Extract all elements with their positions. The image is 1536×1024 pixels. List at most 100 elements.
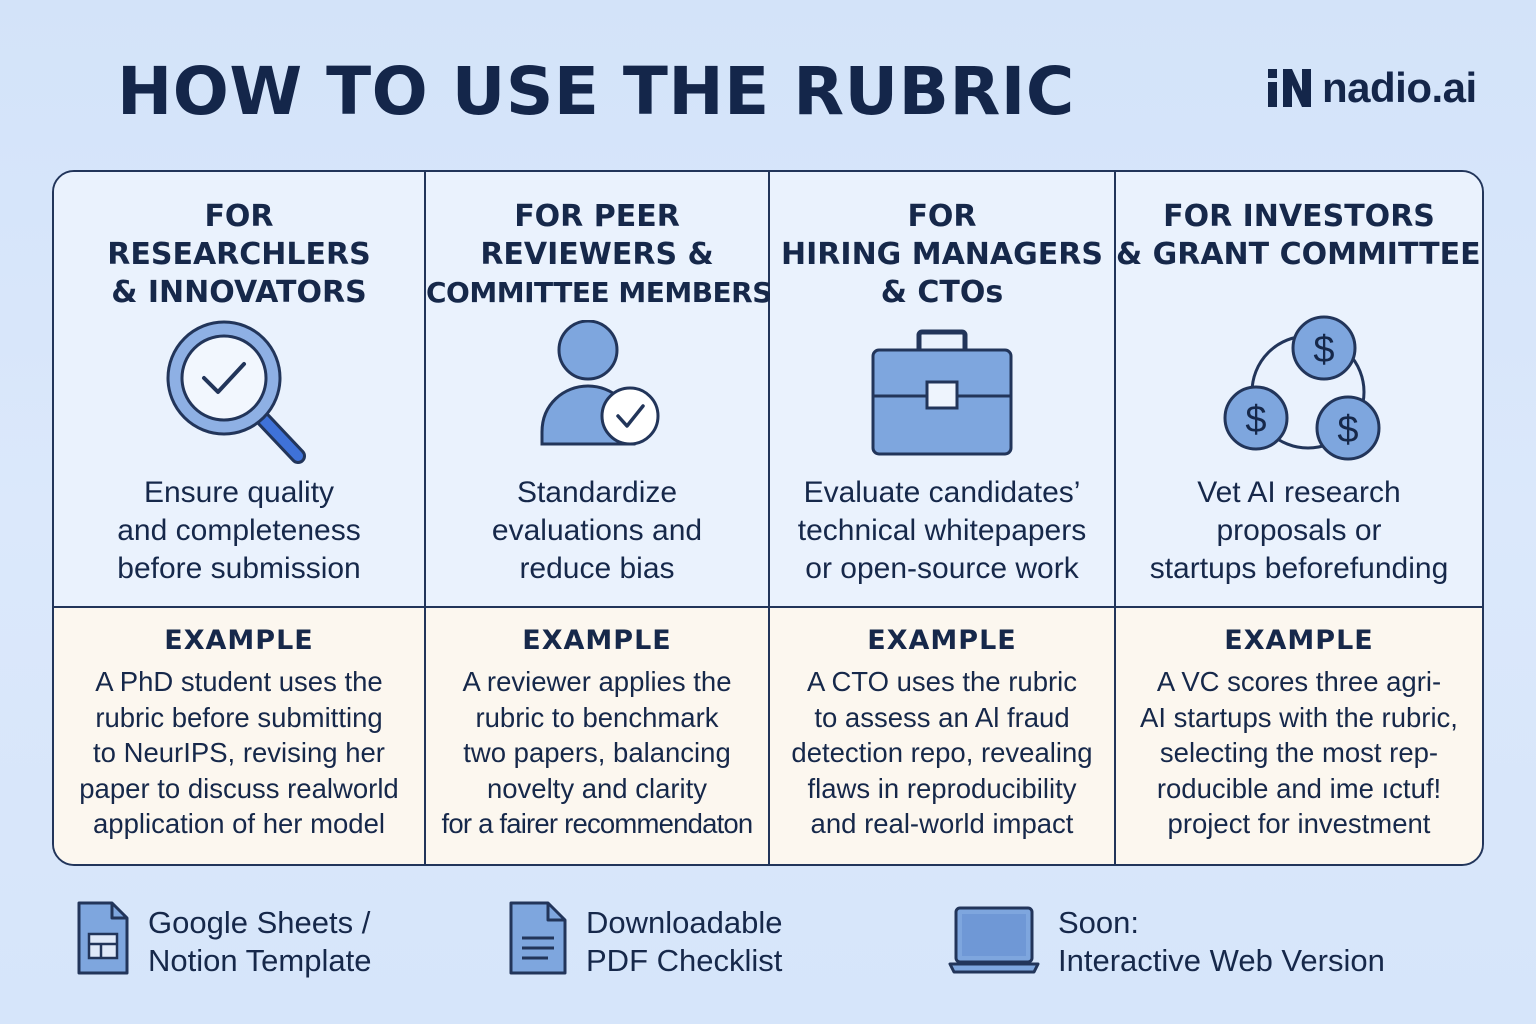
column-description: Standardize evaluations and reduce bias <box>426 474 768 588</box>
example-label: EXAMPLE <box>867 625 1017 656</box>
resource-label-line: PDF Checklist <box>586 943 783 978</box>
spreadsheet-doc-icon <box>77 901 129 975</box>
laptop-icon <box>948 906 1040 974</box>
example-text: A PhD student uses the rubric before sub… <box>54 664 424 842</box>
column-description: Vet AI research proposals or startups be… <box>1116 474 1482 588</box>
page-title: HOW TO USE THE RUBRIC <box>117 53 1075 130</box>
example-section: EXAMPLE A CTO uses the rubric to assess … <box>770 608 1114 864</box>
dollar-coins-icon: $ $ $ <box>1223 315 1381 461</box>
description-line: technical whitepapers <box>797 514 1087 547</box>
resource-sheets-template[interactable]: Google Sheets / Notion Template <box>76 900 371 980</box>
column-heading: FOR RESEARCHLERS & INNOVATORS <box>54 198 424 312</box>
column-description: Evaluate candidates’ technical whitepape… <box>770 474 1114 588</box>
example-line: rubric to benchmark <box>475 701 719 733</box>
example-line: AI startups with the rubric, <box>1140 701 1458 733</box>
audience-table: FOR RESEARCHLERS & INNOVATORS Ensure qua… <box>52 170 1484 866</box>
icon-holder <box>426 320 768 470</box>
example-line: two papers, balancing <box>463 737 731 768</box>
resource-web-version[interactable]: Soon: Interactive Web Version <box>948 900 1385 980</box>
user-check-icon <box>540 320 660 446</box>
column-heading: FOR PEER REVIEWERS & COMMITTEE MEMBERS <box>426 198 772 312</box>
heading-line: REVIEWERS & <box>480 237 714 272</box>
example-line: to assess an Al fraud <box>814 701 1070 733</box>
example-line: rubric before submitting <box>95 701 383 733</box>
column-hiring-managers: FOR HIRING MANAGERS & CTOs Evaluate cand… <box>770 172 1116 864</box>
example-text: A VC scores three agri- AI startups with… <box>1116 664 1482 842</box>
column-heading: FOR HIRING MANAGERS & CTOs <box>770 198 1114 312</box>
heading-line: HIRING MANAGERS <box>781 237 1103 272</box>
example-line: roducible and ime ıctuf! <box>1156 772 1442 804</box>
description-line: Evaluate candidates’ <box>803 476 1081 509</box>
resource-label-line: Downloadable <box>586 905 783 940</box>
svg-text:$: $ <box>1245 399 1266 441</box>
example-line: A PhD student uses the <box>95 666 383 697</box>
resource-label-line: Google Sheets / <box>148 905 371 940</box>
resource-label: Google Sheets / Notion Template <box>148 904 371 980</box>
description-line: Vet AI research <box>1197 476 1401 509</box>
example-text: A CTO uses the rubric to assess an Al fr… <box>770 664 1114 842</box>
description-line: proposals or <box>1216 514 1382 547</box>
heading-line: FOR PEER <box>514 199 680 234</box>
column-top: FOR RESEARCHLERS & INNOVATORS Ensure qua… <box>54 172 424 608</box>
resource-pdf-checklist[interactable]: Downloadable PDF Checklist <box>508 900 782 980</box>
heading-line: FOR <box>907 199 977 234</box>
resources-bar: Google Sheets / Notion Template Download… <box>0 900 1536 990</box>
svg-text:$: $ <box>1337 409 1358 451</box>
heading-line: & GRANT COMMITTEES <box>1116 237 1484 272</box>
brand-name: nadio.ai <box>1322 64 1477 111</box>
example-section: EXAMPLE A VC scores three agri- AI start… <box>1116 608 1482 864</box>
example-line: paper to discuss realworld <box>79 772 399 804</box>
brand-logo[interactable]: nadio.ai <box>1266 64 1477 112</box>
column-investors: FOR INVESTORS & GRANT COMMITTEES $ $ $ V… <box>1116 172 1482 864</box>
example-label: EXAMPLE <box>1224 625 1374 656</box>
column-heading: FOR INVESTORS & GRANT COMMITTEES <box>1116 198 1482 274</box>
column-top: FOR HIRING MANAGERS & CTOs Evaluate cand… <box>770 172 1114 608</box>
heading-line: FOR INVESTORS <box>1163 199 1435 234</box>
magnifier-check-icon <box>166 320 306 464</box>
description-line: before submission <box>117 552 361 585</box>
example-label: EXAMPLE <box>164 625 314 656</box>
description-line: or open-source work <box>805 552 1079 585</box>
example-section: EXAMPLE A reviewer applies the rubric to… <box>426 608 768 864</box>
description-line: and completeness <box>117 514 361 547</box>
example-line: A CTO uses the rubric <box>806 666 1078 697</box>
example-text: A reviewer applies the rubric to benchma… <box>426 664 768 842</box>
nadio-logo-icon <box>1268 69 1311 107</box>
example-line: project for investment <box>1167 808 1431 839</box>
resource-label-line: Soon: <box>1058 905 1140 940</box>
description-line: evaluations and <box>491 514 703 547</box>
description-line: startups beforefunding <box>1149 552 1449 585</box>
heading-line: & CTOs <box>880 275 1004 310</box>
description-line: Ensure quality <box>143 476 335 509</box>
example-label: EXAMPLE <box>522 625 672 656</box>
icon-holder <box>770 320 1114 470</box>
heading-line: FOR <box>204 199 274 234</box>
svg-text:$: $ <box>1313 329 1334 371</box>
example-line: to NeurIPS, revising her <box>93 737 385 768</box>
resource-label-line: Interactive Web Version <box>1058 943 1385 978</box>
icon-holder <box>54 320 424 470</box>
pdf-doc-icon <box>509 901 567 975</box>
example-line: application of her model <box>93 808 385 839</box>
column-peer-reviewers: FOR PEER REVIEWERS & COMMITTEE MEMBERS S… <box>426 172 772 864</box>
example-section: EXAMPLE A PhD student uses the rubric be… <box>54 608 424 864</box>
description-line: Standardize <box>516 476 678 509</box>
heading-line: RESEARCHLERS <box>107 237 371 272</box>
column-researchers: FOR RESEARCHLERS & INNOVATORS Ensure qua… <box>54 172 426 864</box>
example-line: A reviewer applies the <box>462 666 732 697</box>
example-line: detection repo, revealing <box>791 737 1093 768</box>
heading-line: & INNOVATORS <box>111 275 367 310</box>
briefcase-icon <box>871 329 1013 456</box>
example-line: selecting the most rep- <box>1159 737 1439 768</box>
resource-label-line: Notion Template <box>148 943 372 978</box>
example-line: A VC scores three agri- <box>1156 666 1442 697</box>
description-line: reduce bias <box>519 552 675 585</box>
column-top: FOR PEER REVIEWERS & COMMITTEE MEMBERS S… <box>426 172 772 608</box>
example-line: flaws in reproducibility <box>807 772 1077 804</box>
example-line: for a fairer recommendaton <box>441 808 754 839</box>
column-top: FOR INVESTORS & GRANT COMMITTEES $ $ $ V… <box>1116 172 1482 608</box>
heading-line: COMMITTEE MEMBERS <box>426 276 772 309</box>
example-line: novelty and clarity <box>486 772 708 804</box>
icon-holder: $ $ $ <box>1116 310 1482 461</box>
resource-label: Soon: Interactive Web Version <box>1058 904 1385 980</box>
